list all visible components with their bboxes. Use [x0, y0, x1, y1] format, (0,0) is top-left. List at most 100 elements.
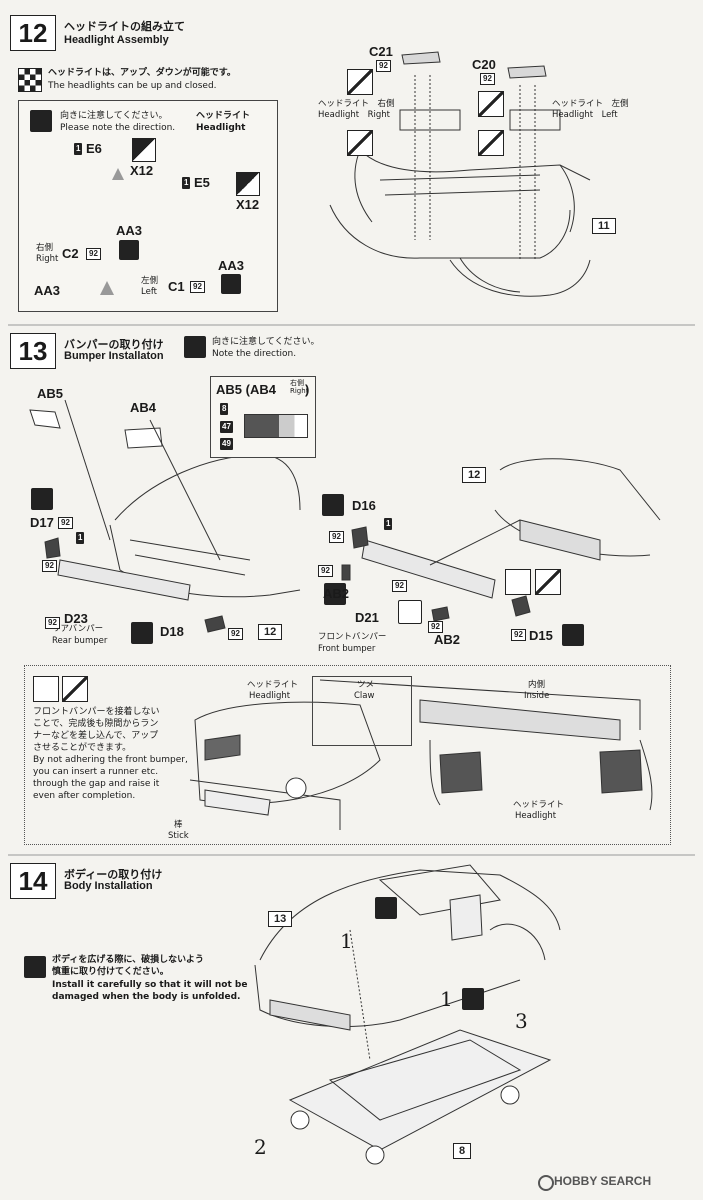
glue-icon	[398, 600, 422, 624]
step-13-title-en: Bumper Installaton	[64, 350, 164, 362]
callout-1-a: 1	[340, 929, 353, 953]
step-12-number: 12	[10, 15, 56, 51]
detail-inside-en: Inside	[524, 691, 550, 701]
detail-text-en-3: through the gap and raise it	[33, 779, 160, 789]
detail-text-en-4: even after completion.	[33, 791, 136, 801]
front-bumper-en: Front bumper	[318, 644, 376, 654]
step-14-number: 14	[10, 863, 56, 899]
right-label-en: Right	[36, 254, 59, 264]
headlight-label-en: Headlight	[196, 123, 246, 133]
direction-icon	[184, 336, 206, 358]
swatch-49: 49	[220, 438, 233, 450]
part-ab4: AB4	[130, 400, 157, 415]
part-d16: D16	[352, 498, 376, 513]
detail-text-en-1: By not adhering the front bumper,	[33, 755, 188, 765]
step-12-note-en: The headlights can be up and closed.	[48, 81, 217, 91]
color-92-badge: 92	[376, 60, 391, 72]
part-tree-badge: 1	[182, 177, 191, 189]
arrow-up-icon	[100, 281, 114, 295]
part-aa3-b: AA3	[218, 258, 245, 273]
paint-icon	[131, 622, 153, 644]
part-d21: D21	[355, 610, 379, 625]
headlight-right-en: Headlight Right	[318, 110, 390, 120]
callout-3: 3	[515, 1009, 528, 1033]
paint-icon	[119, 240, 139, 260]
color-92-badge: 92	[428, 621, 443, 633]
part-c20: C20	[472, 57, 496, 72]
bumper-detail-box	[24, 665, 671, 845]
movable-parts-icon	[18, 68, 42, 92]
detail-inside-jp: 内側	[528, 680, 546, 690]
color-guide-title-jp: 右側	[290, 379, 304, 387]
step-12-title-jp: ヘッドライトの組み立て	[64, 20, 185, 33]
step-13-direction-en: Note the direction.	[212, 349, 297, 359]
color-guide-title-en: Right	[290, 387, 309, 395]
color-guide-title-close: )	[305, 382, 310, 397]
right-label-jp: 右側	[36, 243, 54, 253]
part-ab2-b: AB2	[434, 632, 461, 647]
left-label-jp: 左側	[141, 276, 159, 286]
glue-icon	[375, 897, 397, 919]
step-14-title-en: Body Installation	[64, 880, 153, 892]
detail-text-jp-4: させることができます。	[33, 743, 132, 753]
part-d23: D23	[64, 611, 88, 626]
part-tree-badge: 1	[74, 143, 83, 155]
headlight-left-jp: ヘッドライト 左側	[552, 99, 629, 109]
clear-part-icon	[132, 138, 156, 162]
detail-text-jp-2: ことで、完成後も隙間からラン	[33, 719, 159, 729]
clear-part-icon	[236, 172, 260, 196]
no-glue-icon	[478, 91, 504, 117]
callout-1-b: 1	[440, 987, 453, 1011]
watermark-logo: HOBBY SEARCH	[554, 1174, 652, 1188]
swatch-47: 47	[220, 421, 233, 433]
no-glue-icon	[347, 130, 373, 156]
part-ab5: AB5	[37, 386, 64, 401]
direction-icon	[30, 110, 52, 132]
caution-icon	[24, 956, 46, 978]
step-12-direction-jp: 向きに注意してください。	[60, 111, 168, 121]
part-x12-a: X12	[130, 163, 154, 178]
detail-stick-en: Stick	[168, 831, 189, 841]
step-13-title-jp: バンパーの取り付け	[64, 338, 164, 351]
part-x12-b: X12	[236, 197, 260, 212]
move-arrows-icon	[505, 569, 531, 595]
part-tree-badge: 1	[76, 532, 85, 544]
no-glue-icon	[62, 676, 88, 702]
step-12-direction-en: Please note the direction.	[60, 123, 176, 133]
step-13-number: 13	[10, 333, 56, 369]
detail-headlight-en: Headlight	[249, 691, 291, 701]
part-e5: E5	[194, 175, 210, 190]
paint-icon	[31, 488, 53, 510]
swatch-8: 8	[220, 403, 229, 415]
part-d15: D15	[529, 628, 553, 643]
color-92-badge: 92	[228, 628, 243, 640]
step-12-title-en: Headlight Assembly	[64, 34, 169, 46]
step-14-note-en-1: Install it carefully so that it will not…	[52, 980, 248, 990]
ref-step-11: 11	[592, 218, 616, 234]
watermark-logo-icon	[538, 1175, 554, 1191]
step-14-note-jp-2: 慎重に取り付けてください。	[52, 967, 169, 977]
step-13-direction-jp: 向きに注意してください。	[212, 337, 320, 347]
detail-headlight2-jp: ヘッドライト	[513, 800, 565, 810]
detail-text-jp-1: フロントバンパーを接着しない	[33, 707, 160, 717]
paint-icon	[322, 494, 344, 516]
move-arrows-icon	[33, 676, 59, 702]
rear-bumper-en: Rear bumper	[52, 636, 108, 646]
color-92-badge: 92	[511, 629, 526, 641]
part-ab2-a: AB2	[323, 586, 350, 601]
detail-claw-en: Claw	[354, 691, 375, 701]
color-92-badge: 92	[42, 560, 57, 572]
arrow-up-icon	[112, 168, 124, 180]
no-glue-icon	[478, 130, 504, 156]
detail-stick-jp: 棒	[174, 820, 183, 830]
no-glue-icon	[535, 569, 561, 595]
color-92-badge: 92	[318, 565, 333, 577]
step-14-title-jp: ボディーの取り付け	[64, 868, 163, 881]
glue-icon	[462, 988, 484, 1010]
paint-icon	[324, 583, 346, 605]
detail-headlight-jp: ヘッドライト	[247, 680, 299, 690]
step-12-note-jp: ヘッドライトは、アップ、ダウンが可能です。	[48, 68, 236, 78]
part-c1: C1	[168, 279, 185, 294]
color-92-badge: 92	[392, 580, 407, 592]
ref-step-13: 13	[268, 911, 293, 927]
